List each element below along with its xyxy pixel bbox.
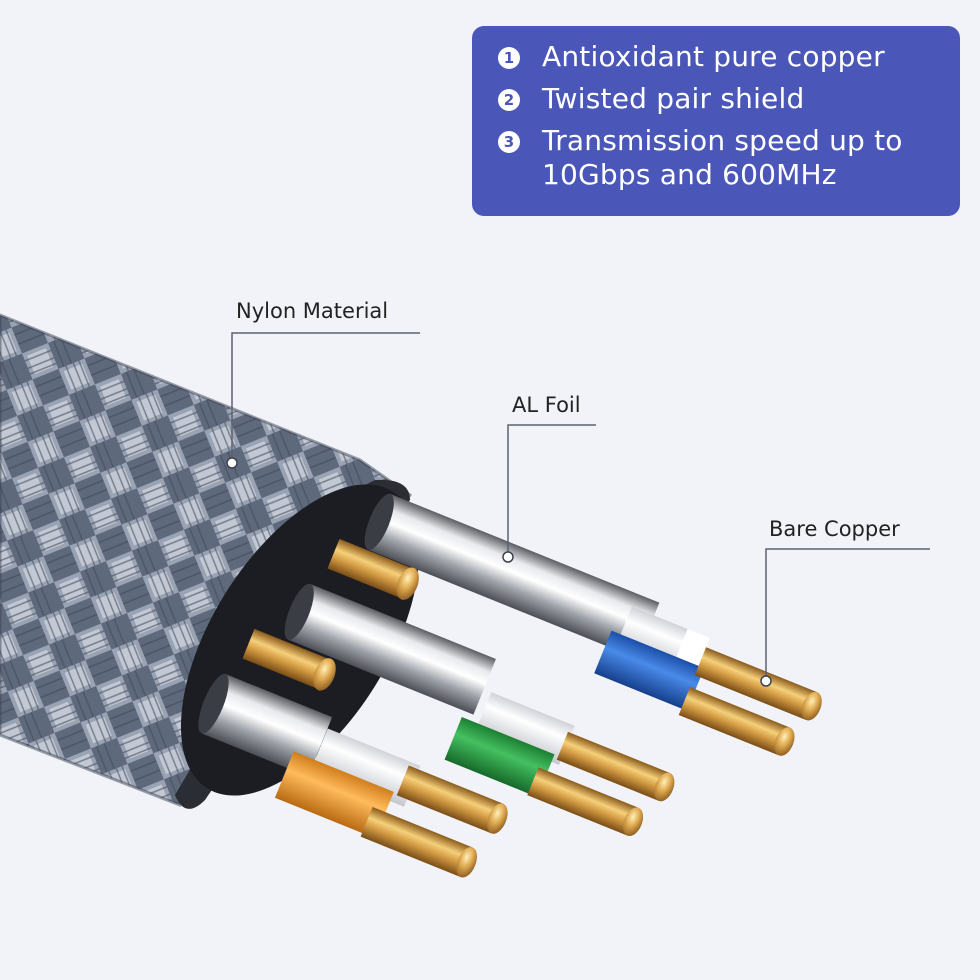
features-panel: 1 Antioxidant pure copper 2 Twisted pair…: [472, 26, 960, 216]
feature-text-3: Transmission speed up to 10Gbps and 600M…: [542, 124, 903, 191]
bare-copper-strands: [242, 538, 419, 691]
wire-green: [444, 692, 675, 837]
label-al-foil: AL Foil: [512, 393, 581, 417]
feature-number-2: 2: [498, 89, 520, 111]
label-bare-copper: Bare Copper: [769, 517, 900, 541]
copper-dot: [760, 675, 772, 687]
label-nylon-material: Nylon Material: [236, 299, 389, 323]
wire-pair-middle: [284, 583, 496, 715]
wire-pair-bottom: [198, 673, 333, 777]
feature-number-3: 3: [498, 131, 520, 153]
nylon-dot: [226, 457, 238, 469]
foil-dot: [502, 551, 514, 563]
callout-lines: [231, 332, 930, 680]
feature-text-2: Twisted pair shield: [542, 82, 805, 115]
nylon-leader: [231, 332, 420, 462]
foil-leader: [507, 424, 596, 556]
wire-blue: [594, 606, 822, 756]
feature-number-1: 1: [498, 47, 520, 69]
feature-item: 3 Transmission speed up to 10Gbps and 60…: [498, 124, 938, 192]
wire-pair-top: [364, 493, 660, 659]
feature-item: 2 Twisted pair shield: [498, 82, 938, 116]
feature-text-1: Antioxidant pure copper: [542, 40, 885, 73]
wire-orange: [274, 728, 508, 878]
feature-item: 1 Antioxidant pure copper: [498, 40, 938, 74]
callout-dots: [226, 457, 772, 687]
copper-leader: [765, 548, 930, 680]
